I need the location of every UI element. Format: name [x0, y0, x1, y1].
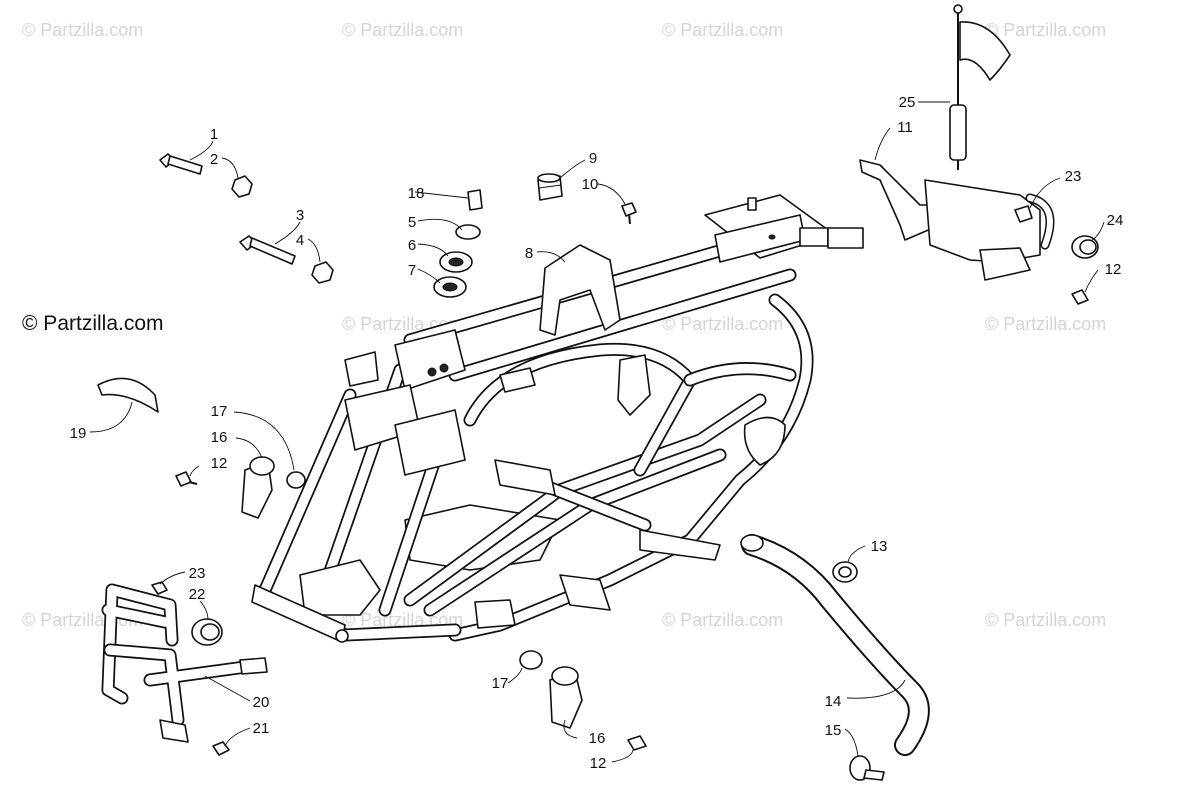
- nut: [151, 581, 168, 595]
- callout-number: 16: [589, 730, 606, 747]
- nut: [231, 175, 253, 198]
- callout-number: 18: [408, 185, 425, 202]
- bolt: [1071, 289, 1089, 305]
- bolt: [159, 153, 203, 175]
- nut: [311, 261, 334, 284]
- bolt: [627, 735, 647, 751]
- reflector: [1071, 235, 1099, 259]
- watermark: © Partzilla.com: [985, 314, 1106, 334]
- long-bolt: [239, 235, 296, 265]
- front-bumper: [101, 583, 268, 743]
- rear-bracket: [859, 159, 1055, 281]
- watermark-grid: © Partzilla.com © Partzilla.com © Partzi…: [22, 20, 1106, 630]
- callout-number: 12: [590, 755, 607, 772]
- watermark: © Partzilla.com: [342, 20, 463, 40]
- callout-number: 17: [211, 403, 228, 420]
- watermark: © Partzilla.com: [662, 20, 783, 40]
- hose: [740, 534, 930, 756]
- callout-number: 12: [211, 455, 228, 472]
- callout-number: 19: [70, 425, 87, 442]
- nut: [1014, 205, 1033, 223]
- callout-number: 6: [408, 237, 416, 254]
- callout-number: 1: [210, 126, 218, 143]
- bolt: [175, 471, 198, 487]
- watermark-main: © Partzilla.com: [22, 312, 164, 335]
- callout-number: 2: [210, 151, 218, 168]
- callout-number: 14: [825, 693, 842, 710]
- callout-number: 8: [525, 245, 533, 262]
- callout-number: 9: [589, 150, 597, 167]
- callout-number: 4: [296, 232, 304, 249]
- engine-mount-right: [519, 650, 583, 729]
- watermark: © Partzilla.com: [22, 20, 143, 40]
- flag-whip: [949, 4, 1011, 170]
- callout-number: 7: [408, 262, 416, 279]
- callout-number: 20: [253, 694, 270, 711]
- callout-number: 17: [492, 675, 509, 692]
- bearing: [433, 276, 467, 298]
- callout-number: 13: [871, 538, 888, 555]
- main-frame: [251, 194, 864, 643]
- strap: [97, 377, 159, 413]
- callout-number: 11: [897, 119, 913, 136]
- callout-number: 16: [211, 429, 228, 446]
- leader-lines: [89, 101, 1105, 763]
- watermark: © Partzilla.com: [662, 314, 783, 334]
- hose-clamp: [849, 755, 885, 781]
- screw: [621, 202, 637, 225]
- watermark: © Partzilla.com: [985, 20, 1106, 40]
- callout-number: 25: [899, 94, 916, 111]
- watermark: © Partzilla.com: [985, 610, 1106, 630]
- callout-number: 3: [296, 207, 304, 224]
- seat-bracket: [539, 244, 621, 336]
- callout-number: 23: [189, 565, 206, 582]
- engine-mount-left: [241, 456, 306, 519]
- grommet: [537, 173, 563, 201]
- callout-number: 22: [189, 586, 206, 603]
- bearing: [439, 251, 473, 273]
- callout-number: 23: [1065, 168, 1082, 185]
- spacer: [467, 189, 483, 211]
- callout-number: 12: [1105, 261, 1122, 278]
- callout-number: 21: [253, 720, 270, 737]
- reflector: [191, 618, 223, 646]
- callout-labels: 1 2 3 4 5 6 7 8 9 10 11 12 12 12 13 14 1…: [70, 94, 1124, 772]
- watermark: © Partzilla.com: [662, 610, 783, 630]
- snap-ring: [455, 224, 481, 240]
- callout-number: 24: [1107, 212, 1124, 229]
- callout-number: 10: [582, 176, 599, 193]
- callout-number: 5: [408, 214, 416, 231]
- callout-number: 15: [825, 722, 842, 739]
- grommet: [832, 561, 858, 583]
